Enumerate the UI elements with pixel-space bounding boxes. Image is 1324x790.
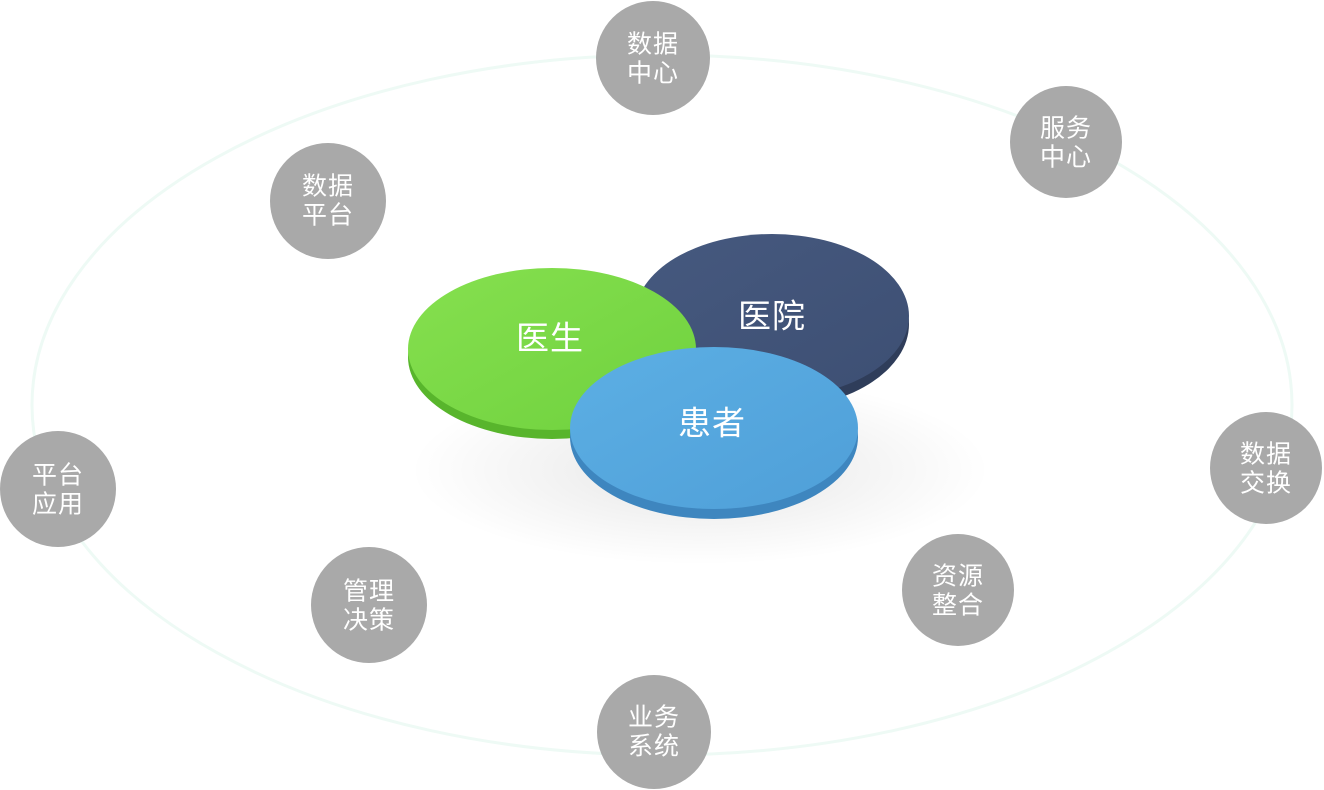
svg-text:平台: 平台 bbox=[32, 461, 84, 490]
node-resource-integration: 资源 整合 bbox=[902, 534, 1014, 646]
svg-text:数据: 数据 bbox=[627, 30, 679, 59]
svg-text:整合: 整合 bbox=[932, 591, 984, 620]
core-doctor-label: 医生 bbox=[516, 319, 584, 358]
svg-text:应用: 应用 bbox=[32, 490, 84, 519]
svg-text:数据: 数据 bbox=[302, 172, 354, 201]
svg-text:平台: 平台 bbox=[302, 201, 354, 230]
node-business-systems: 业务 系统 bbox=[597, 675, 711, 789]
node-data-platform: 数据 平台 bbox=[270, 143, 386, 259]
svg-text:资源: 资源 bbox=[932, 562, 984, 591]
node-service-center: 服务 中心 bbox=[1010, 86, 1122, 198]
svg-text:管理: 管理 bbox=[343, 577, 395, 606]
svg-text:系统: 系统 bbox=[628, 732, 680, 761]
node-management-decision: 管理 决策 bbox=[311, 547, 427, 663]
svg-text:中心: 中心 bbox=[1040, 143, 1092, 172]
core-patient-label: 患者 bbox=[678, 404, 746, 443]
svg-text:交换: 交换 bbox=[1240, 469, 1292, 498]
svg-text:业务: 业务 bbox=[628, 703, 680, 732]
svg-text:决策: 决策 bbox=[343, 606, 395, 635]
core-patient: 患者 bbox=[570, 347, 858, 519]
node-data-center: 数据 中心 bbox=[596, 1, 710, 115]
node-data-exchange: 数据 交换 bbox=[1210, 412, 1322, 524]
svg-text:中心: 中心 bbox=[627, 59, 679, 88]
core-hospital-label: 医院 bbox=[738, 297, 806, 336]
node-platform-apps: 平台 应用 bbox=[0, 431, 116, 547]
svg-text:服务: 服务 bbox=[1040, 114, 1092, 143]
svg-text:数据: 数据 bbox=[1240, 440, 1292, 469]
